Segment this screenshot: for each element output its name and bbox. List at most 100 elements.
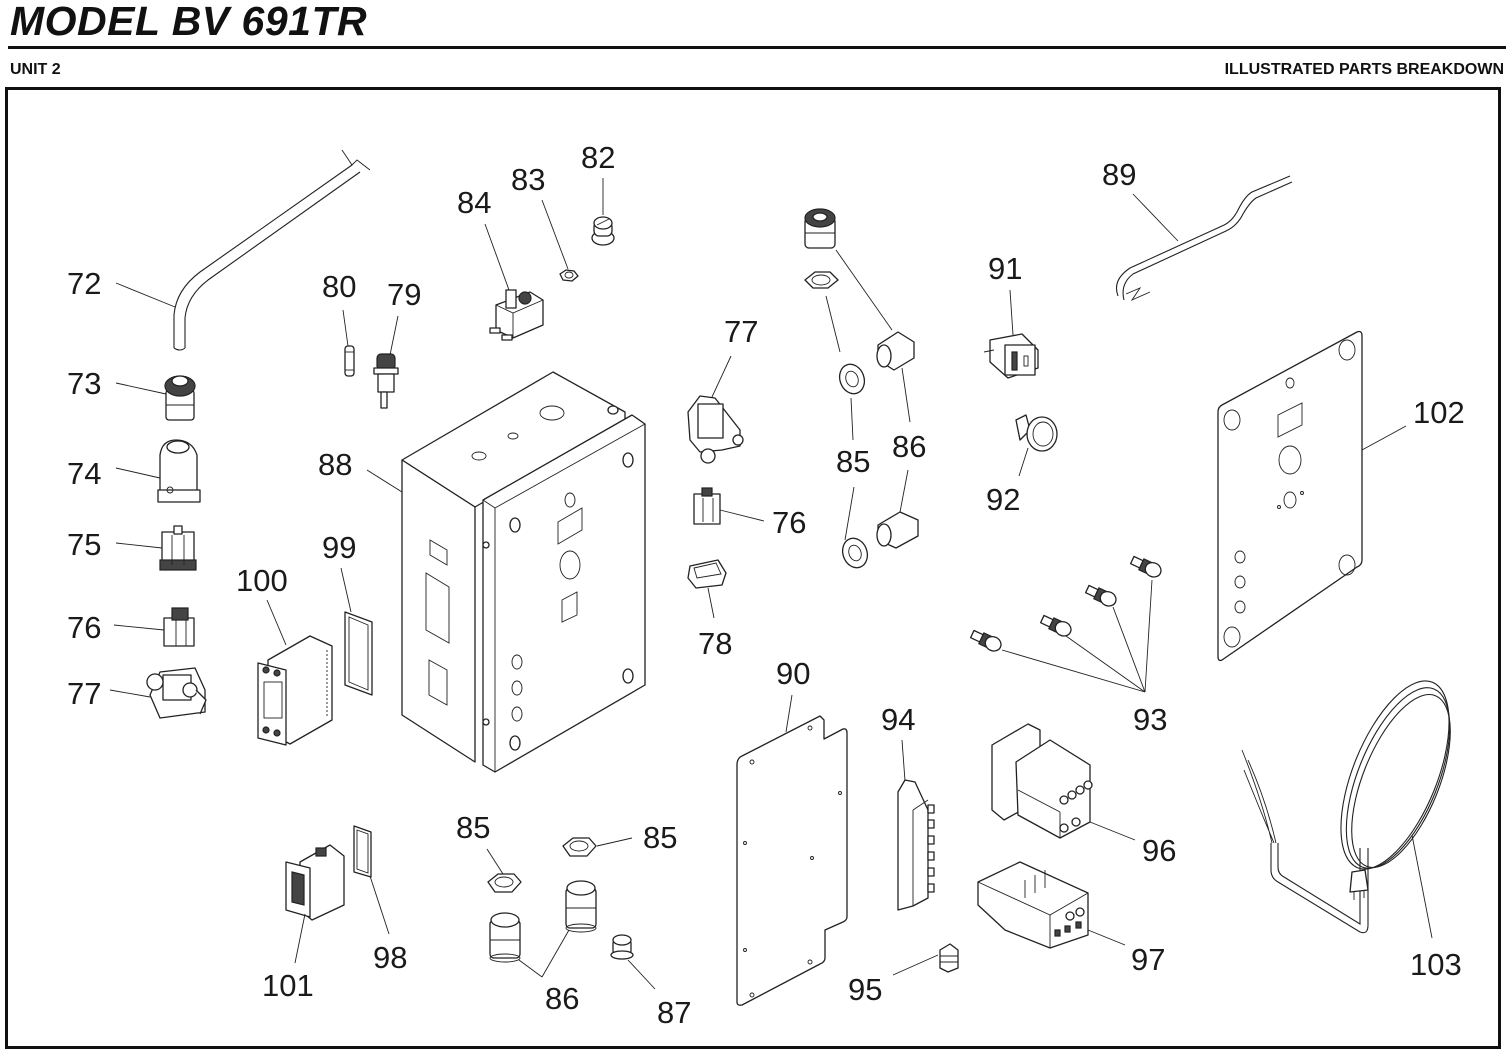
callout-74: 74 bbox=[67, 456, 101, 491]
callout-79: 79 bbox=[387, 277, 421, 312]
callout-82: 82 bbox=[581, 140, 615, 175]
leader-100 bbox=[266, 599, 287, 646]
part-76-connector-insert-b bbox=[693, 487, 721, 525]
callout-78: 78 bbox=[698, 626, 732, 661]
part-95-terminal-block bbox=[939, 943, 959, 973]
part-92-pilot-lamp bbox=[1015, 414, 1058, 452]
callout-103: 103 bbox=[1410, 947, 1462, 982]
leader-88 bbox=[366, 469, 403, 493]
header-rule bbox=[8, 46, 1506, 49]
callout-86b: 86 bbox=[545, 981, 579, 1016]
part-94-terminal-block-rail bbox=[897, 779, 935, 911]
callout-92: 92 bbox=[986, 482, 1020, 517]
leader-93 bbox=[1001, 579, 1153, 693]
part-84-thermostat bbox=[489, 289, 544, 341]
leader-77b bbox=[711, 355, 732, 398]
leader-90 bbox=[785, 694, 793, 733]
callout-80: 80 bbox=[322, 269, 356, 304]
leader-89 bbox=[1132, 193, 1179, 242]
leader-79 bbox=[389, 315, 399, 356]
leader-78 bbox=[707, 587, 715, 619]
callout-85a: 85 bbox=[836, 444, 870, 479]
part-86-cable-gland-bottom-right bbox=[565, 880, 597, 933]
part-85-lock-nut-bottom-right bbox=[562, 837, 597, 857]
callout-73: 73 bbox=[67, 366, 101, 401]
page-title: MODEL BV 691TR bbox=[10, 0, 368, 44]
part-86-cable-gland-top bbox=[804, 208, 836, 249]
callout-77b: 77 bbox=[724, 314, 758, 349]
callout-90: 90 bbox=[776, 656, 810, 691]
leader-86-br bbox=[541, 929, 570, 978]
leader-85-top bbox=[825, 295, 841, 353]
callout-76a: 76 bbox=[67, 610, 101, 645]
leader-76a bbox=[113, 624, 165, 631]
callout-99: 99 bbox=[322, 530, 356, 565]
leader-83 bbox=[541, 199, 569, 270]
diagram-frame bbox=[5, 87, 1501, 1049]
part-85-lock-nut-low bbox=[841, 537, 869, 569]
part-85-lock-nut-bottom-left bbox=[487, 873, 522, 893]
leader-101 bbox=[294, 913, 306, 964]
leader-85-bl bbox=[486, 848, 504, 875]
leader-85-mid bbox=[850, 397, 854, 441]
part-73-cable-gland bbox=[164, 375, 196, 421]
part-79-fuse-holder bbox=[373, 353, 399, 409]
part-76-connector-insert bbox=[163, 607, 195, 647]
leader-86-low bbox=[899, 469, 909, 513]
part-102-front-panel-label bbox=[1217, 330, 1363, 662]
part-74-connector-hood bbox=[157, 439, 201, 503]
part-85-lock-nut-mid bbox=[838, 363, 866, 395]
callout-72: 72 bbox=[67, 266, 101, 301]
unit-label: UNIT 2 bbox=[10, 61, 61, 78]
part-91-rocker-switch bbox=[983, 333, 1039, 379]
callout-93: 93 bbox=[1133, 702, 1167, 737]
part-99-gasket bbox=[344, 611, 373, 696]
callout-94: 94 bbox=[881, 702, 915, 737]
callout-100: 100 bbox=[236, 563, 288, 598]
leader-86-mid bbox=[901, 367, 911, 423]
part-103-power-cord bbox=[1241, 680, 1451, 934]
callout-83: 83 bbox=[511, 162, 545, 197]
leader-85-low bbox=[844, 486, 855, 541]
callout-91: 91 bbox=[988, 251, 1022, 286]
section-label: ILLUSTRATED PARTS BREAKDOWN bbox=[1224, 61, 1504, 78]
part-80-fuse bbox=[344, 345, 355, 377]
part-98-gasket bbox=[353, 825, 372, 878]
leader-75 bbox=[115, 542, 163, 549]
part-100-display-controller bbox=[257, 635, 333, 746]
leader-92 bbox=[1018, 447, 1029, 477]
part-72-cable bbox=[173, 149, 371, 351]
part-89-temperature-probe bbox=[1115, 175, 1293, 302]
leader-97 bbox=[1087, 929, 1126, 946]
callout-96: 96 bbox=[1142, 833, 1176, 868]
leader-84 bbox=[484, 223, 510, 291]
part-77-connector-housing-b bbox=[687, 395, 744, 464]
callout-86a: 86 bbox=[892, 429, 926, 464]
part-85-lock-nut-top bbox=[804, 271, 839, 289]
part-93-indicator-lamps bbox=[969, 555, 1162, 652]
callout-77a: 77 bbox=[67, 676, 101, 711]
leader-76b bbox=[719, 509, 765, 522]
callout-101: 101 bbox=[262, 968, 314, 1003]
leader-99 bbox=[340, 567, 352, 613]
leader-98 bbox=[369, 875, 390, 935]
part-77-connector-housing bbox=[146, 667, 207, 719]
callout-95: 95 bbox=[848, 972, 882, 1007]
part-75-connector-insert bbox=[159, 525, 197, 571]
part-97-thermal-overload-relay bbox=[977, 861, 1089, 949]
callout-75: 75 bbox=[67, 527, 101, 562]
leader-74 bbox=[115, 467, 161, 479]
part-82-knob bbox=[591, 216, 615, 246]
callout-88: 88 bbox=[318, 447, 352, 482]
callout-102: 102 bbox=[1413, 395, 1465, 430]
callout-89: 89 bbox=[1102, 157, 1136, 192]
leader-85-br bbox=[596, 837, 633, 847]
part-87-plug bbox=[610, 934, 634, 960]
callout-98: 98 bbox=[373, 940, 407, 975]
callout-85b: 85 bbox=[456, 810, 490, 845]
leader-96 bbox=[1089, 821, 1136, 841]
leader-103 bbox=[1411, 834, 1433, 939]
part-86-cable-gland-mid bbox=[876, 331, 915, 371]
leader-86-bl bbox=[518, 959, 543, 978]
